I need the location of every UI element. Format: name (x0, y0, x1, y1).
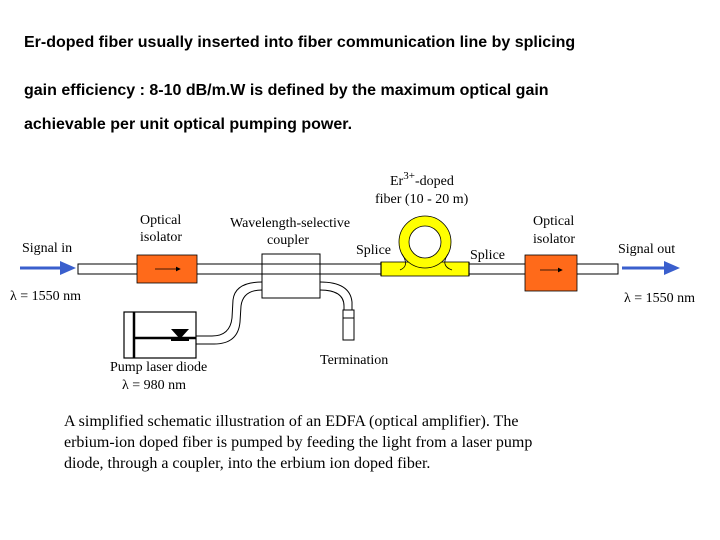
signal-in-arrow (20, 261, 76, 275)
isolator-left-label-1: Optical (140, 213, 181, 228)
pump-laser-diode (123, 311, 197, 359)
er-superscript: 3+ (403, 170, 415, 182)
header-line-1: Er-doped fiber usually inserted into fib… (24, 34, 576, 51)
isolator-right-label-1: Optical (533, 214, 574, 229)
edfa-diagram: Signal in Signal out λ = 1550 nm λ = 155… (10, 170, 695, 393)
caption: A simplified schematic illustration of a… (64, 411, 664, 474)
pump-fiber (196, 281, 263, 345)
header-line-2: gain efficiency : 8-10 dB/m.W is defined… (24, 82, 549, 99)
pump-diode-box (123, 311, 197, 359)
er-suffix: -doped (415, 174, 454, 189)
caption-line-3: diode, through a coupler, into the erbiu… (64, 455, 431, 472)
isolator-left (136, 254, 198, 284)
splice-left-label: Splice (356, 243, 391, 258)
caption-line-2: erbium-ion doped fiber is pumped by feed… (64, 434, 533, 451)
er-fiber-length-label: fiber (10 - 20 m) (375, 192, 469, 207)
er-fiber-coil-leads (399, 253, 453, 271)
termination-end (342, 309, 355, 341)
termination-label: Termination (320, 353, 388, 368)
lambda-in-label: λ = 1550 nm (10, 289, 81, 304)
signal-out-label: Signal out (618, 242, 675, 257)
lambda-out-label: λ = 1550 nm (624, 291, 695, 306)
pump-label: Pump laser diode (110, 360, 207, 375)
er-doped-label: Er3+-doped (390, 170, 454, 189)
er-fiber-coil-inner (408, 225, 442, 259)
signal-in-label: Signal in (22, 241, 72, 256)
diode-symbol (171, 329, 189, 339)
isolator-left-label-2: isolator (140, 230, 182, 245)
main-fiber (77, 263, 619, 275)
er-doped-fiber (380, 215, 470, 277)
termination-fiber (319, 281, 353, 310)
signal-out-arrow (622, 261, 680, 275)
isolator-right-label-2: isolator (533, 232, 575, 247)
caption-line-1: A simplified schematic illustration of a… (64, 413, 519, 430)
er-prefix: Er (390, 174, 404, 189)
splice-right-label: Splice (470, 248, 505, 263)
coupler-label-1: Wavelength-selective (230, 216, 350, 231)
pump-lambda-label: λ = 980 nm (122, 378, 186, 393)
header-line-3: achievable per unit optical pumping powe… (24, 116, 353, 133)
isolator-right (524, 254, 578, 292)
coupler-label-2: coupler (267, 233, 309, 248)
coupler-box (261, 253, 321, 299)
